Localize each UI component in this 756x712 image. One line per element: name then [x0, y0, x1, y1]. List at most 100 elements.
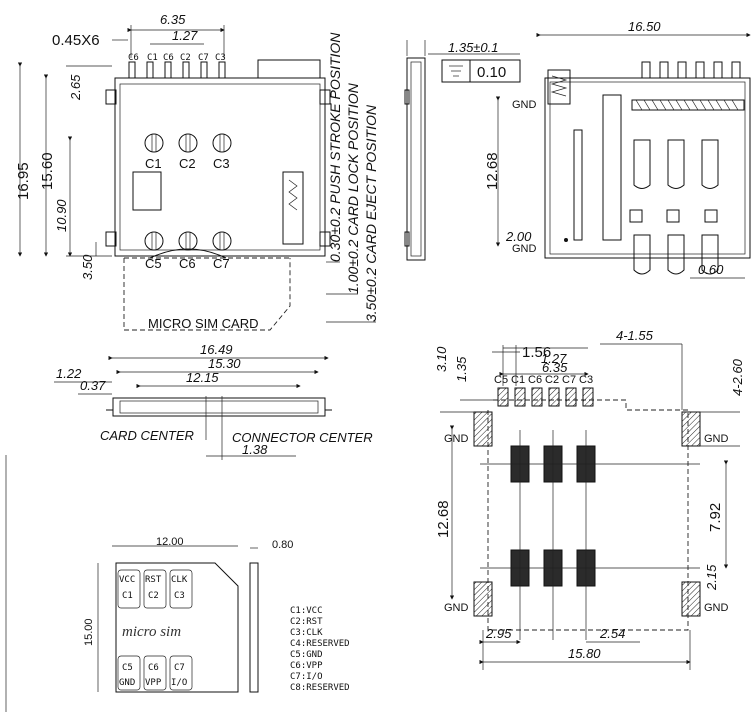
fp-d635: 6.35	[542, 360, 568, 375]
top-view-connector	[105, 59, 331, 331]
fp-pin-c6: C6	[528, 374, 542, 386]
pin-label-2: C1	[147, 53, 158, 63]
front-h2: 0.37	[80, 378, 106, 393]
footprint-top-pads	[497, 387, 594, 407]
sim-thickness: 0.80	[272, 539, 293, 551]
sim-title: micro sim	[122, 624, 181, 640]
fp-pin-c2: C2	[545, 374, 559, 386]
fp-d4260: 4-2.60	[730, 358, 745, 396]
legend-2: C2:RST	[290, 617, 323, 627]
card-center-label: CARD CENTER	[100, 428, 194, 443]
fp-gnd-br: GND	[704, 602, 729, 614]
sim-clk: CLK	[171, 575, 188, 585]
fp-gnd-tl: GND	[444, 433, 469, 445]
sim-contacts-bottom	[117, 655, 193, 691]
front-h1: 1.22	[56, 366, 82, 381]
legend-1: C1:VCC	[290, 606, 323, 616]
gnd-bottom-label: GND	[512, 243, 537, 255]
side-thickness: 1.35±0.1	[448, 40, 499, 55]
sim-c6: C6	[148, 663, 159, 673]
pin-label-3: C6	[163, 53, 174, 63]
legend-7: C7:I/O	[290, 672, 323, 682]
fp-d1268: 12.68	[435, 500, 452, 538]
bottom-width: 16.50	[628, 19, 661, 34]
pin-label-4: C2	[180, 53, 191, 63]
sim-c1: C1	[122, 591, 133, 601]
front-w1: 16.49	[200, 342, 233, 357]
flatness-value: 0.10	[477, 64, 506, 81]
micro-sim-card-label: MICRO SIM CARD	[148, 316, 259, 331]
fp-d127: 1.27	[541, 351, 567, 366]
sim-vcc: VCC	[119, 575, 135, 585]
fp-d310: 3.10	[434, 346, 449, 372]
fp-pin-c5: C5	[494, 374, 508, 386]
fp-d135: 1.35	[454, 356, 469, 382]
sim-io: I/O	[171, 678, 187, 688]
connector-center-label: CONNECTOR CENTER	[232, 430, 373, 445]
sim-rst: RST	[145, 575, 162, 585]
legend-8: C8:RESERVED	[290, 683, 350, 693]
sim-c7: C7	[174, 663, 185, 673]
card-lock-label: 1.00±0.2 CARD LOCK POSITION	[345, 82, 361, 294]
front-view: 16.49 15.30 12.15 1.22 0.37 CARD CENTER …	[54, 342, 373, 460]
front-offset: 1.38	[242, 442, 268, 457]
fp-d792: 7.92	[707, 503, 724, 532]
front-w2: 15.30	[208, 356, 241, 371]
contact-c1: C1	[145, 156, 162, 171]
card-eject-label: 3.50±0.2 CARD EJECT POSITION	[363, 104, 379, 322]
gnd-top-label: GND	[512, 99, 537, 111]
sim-width: 12.00	[156, 536, 184, 548]
bottom-height: 12.68	[484, 152, 501, 190]
fp-d254: 2.54	[599, 626, 625, 641]
pin-label-5: C7	[198, 53, 209, 63]
contact-c3: C3	[213, 156, 230, 171]
dim-1090: 10.90	[54, 199, 69, 232]
dim-350: 3.50	[80, 254, 95, 280]
pin-label-6: C3	[215, 53, 226, 63]
micro-sim-card: 12.00 0.80 15.00 VCC C1 RST C2 CLK C3 C5…	[5, 455, 350, 712]
top-left-dimensions: 6.35 1.27 0.45X6 C6 C1 C6 C2 C7 C3 C1 C2…	[15, 12, 379, 331]
contact-c5: C5	[145, 256, 162, 271]
fp-gnd-bl: GND	[444, 602, 469, 614]
sim-c5: C5	[122, 663, 133, 673]
sim-gnd: GND	[119, 678, 135, 688]
sim-c2: C2	[148, 591, 159, 601]
fp-pin-c1: C1	[511, 374, 525, 386]
dim-1560: 15.60	[39, 152, 56, 190]
dim-060: 0.60	[698, 262, 724, 277]
contacts-bottom-row	[144, 231, 232, 251]
legend-3: C3:CLK	[290, 628, 323, 638]
dim-span: 6.35	[160, 12, 186, 27]
dim-200: 2.00	[505, 229, 532, 244]
top-pins	[128, 61, 226, 79]
dim-pitch: 0.45X6	[52, 32, 100, 49]
contact-c7: C7	[213, 256, 230, 271]
pcb-footprint: C5 C1 C6 C2 C7 C3 GND GND GND GND 1.56 6…	[434, 328, 745, 670]
fp-pin-c7: C7	[562, 374, 576, 386]
sim-legend: C1:VCC C2:RST C3:CLK C4:RESERVED C5:GND …	[290, 606, 350, 693]
sim-c3: C3	[174, 591, 185, 601]
contact-c2: C2	[179, 156, 196, 171]
fp-d215: 2.15	[704, 564, 719, 591]
sim-height: 15.00	[83, 618, 95, 646]
fp-gnd-tr: GND	[704, 433, 729, 445]
dim-1695: 16.95	[15, 162, 32, 200]
sim-contacts-top	[117, 569, 193, 609]
legend-6: C6:VPP	[290, 661, 323, 671]
front-w3: 12.15	[186, 370, 219, 385]
contacts-top-row	[144, 133, 232, 153]
sim-vpp: VPP	[145, 678, 162, 688]
side-view: 1.35±0.1 0.10	[404, 40, 521, 261]
push-stroke-label: 0.30±0.2 PUSH STROKE POSITION	[327, 32, 343, 262]
fp-d295: 2.95	[485, 626, 512, 641]
legend-5: C5:GND	[290, 650, 323, 660]
dim-265: 2.65	[68, 74, 83, 101]
pin-label-1: C6	[128, 53, 139, 63]
fp-d455: 4-1.55	[616, 328, 654, 343]
contact-c6: C6	[179, 256, 196, 271]
dim-spacing: 1.27	[172, 28, 198, 43]
bottom-view-connector: 16.50 12.68 2.00 GND GND 0.60	[484, 19, 751, 279]
fp-d1580: 15.80	[568, 646, 601, 661]
fp-pin-c3: C3	[579, 374, 593, 386]
